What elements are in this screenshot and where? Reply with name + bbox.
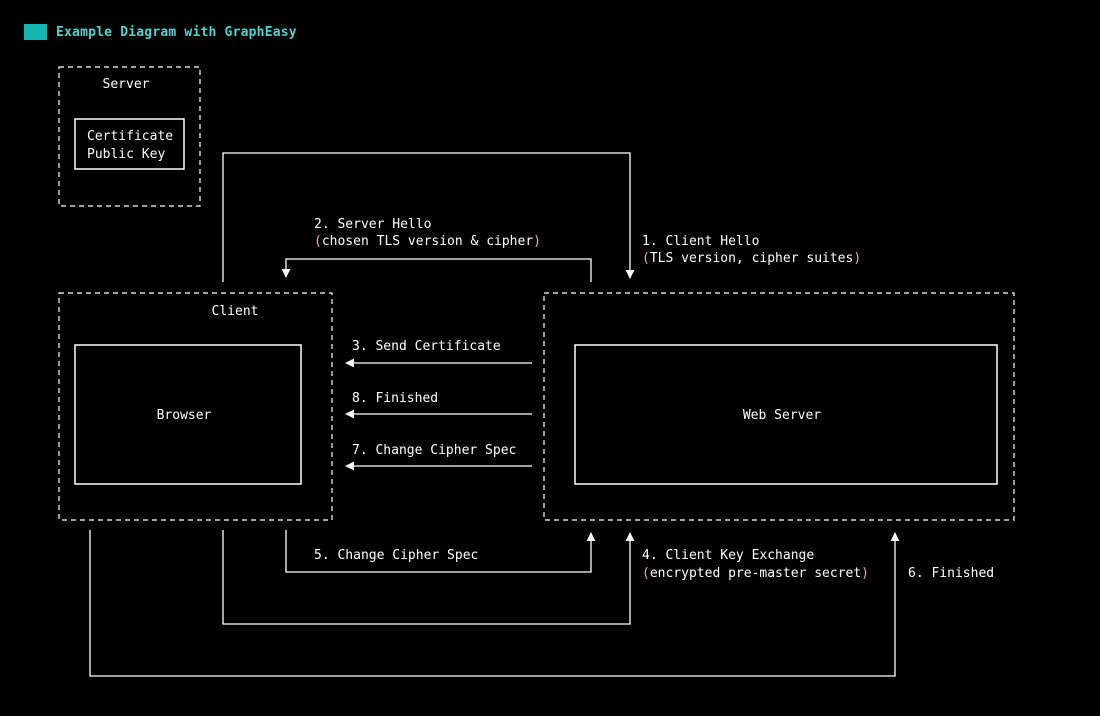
server-group-label: Server [103, 77, 150, 92]
edge-1-client-hello: 1. Client Hello (TLS version, cipher sui… [222, 152, 861, 282]
edge-2-server-hello: 2. Server Hello (chosen TLS version & ci… [281, 217, 592, 282]
edge-4-client-key-exchange: 4. Client Key Exchange (encrypted pre-ma… [222, 530, 869, 625]
edge-3-label: 3. Send Certificate [352, 339, 501, 354]
certificate-node-box [74, 118, 185, 170]
browser-node-label: Browser [157, 408, 212, 423]
edge-6-finished: 6. Finished [89, 530, 994, 677]
edge-5-line [285, 530, 596, 573]
edge-1-line [222, 152, 635, 282]
edge-7-label: 7. Change Cipher Spec [352, 443, 516, 458]
browser-node-box [74, 344, 302, 485]
server-group-border [58, 66, 201, 207]
web-server-node: Web Server [574, 344, 998, 485]
client-group-label: Client [212, 304, 259, 319]
web-server-node-label: Web Server [743, 408, 821, 423]
web-server-group-border [543, 292, 1015, 521]
web-server-node-box [574, 344, 998, 485]
diagram-title: Example Diagram with GraphEasy [56, 24, 297, 40]
edge-2-label: 2. Server Hello [314, 217, 431, 232]
edge-3-send-certificate: 3. Send Certificate [345, 339, 532, 368]
edge-7-change-cipher-spec: 7. Change Cipher Spec [345, 443, 532, 471]
client-group: Client Browser [58, 292, 333, 521]
edge-1-label: 1. Client Hello [642, 234, 759, 249]
edge-8-finished: 8. Finished [345, 391, 532, 419]
diagram-title-bar: Example Diagram with GraphEasy [24, 23, 297, 41]
edge-4-label: 4. Client Key Exchange [642, 548, 814, 563]
edge-4-sublabel: (encrypted pre-master secret) [642, 566, 869, 581]
edge-5-change-cipher-spec: 5. Change Cipher Spec [285, 530, 596, 573]
web-server-group: Web Server [543, 292, 1015, 521]
certificate-node-line2: Public Key [87, 147, 165, 162]
edge-1-sublabel: (TLS version, cipher suites) [642, 251, 861, 266]
edge-4-line [222, 530, 635, 625]
server-group: Server Certificate Public Key [58, 66, 201, 207]
edge-5-label: 5. Change Cipher Spec [314, 548, 478, 563]
edge-2-sublabel: (chosen TLS version & cipher) [314, 234, 541, 249]
edge-2-line [281, 258, 592, 282]
edge-8-label: 8. Finished [352, 391, 438, 406]
edge-6-label: 6. Finished [908, 566, 994, 581]
certificate-node: Certificate Public Key [74, 118, 185, 170]
browser-node: Browser [74, 344, 302, 485]
client-group-border [58, 292, 333, 521]
title-color-swatch [24, 24, 47, 40]
certificate-node-line1: Certificate [87, 129, 173, 144]
edge-6-line [89, 530, 900, 677]
